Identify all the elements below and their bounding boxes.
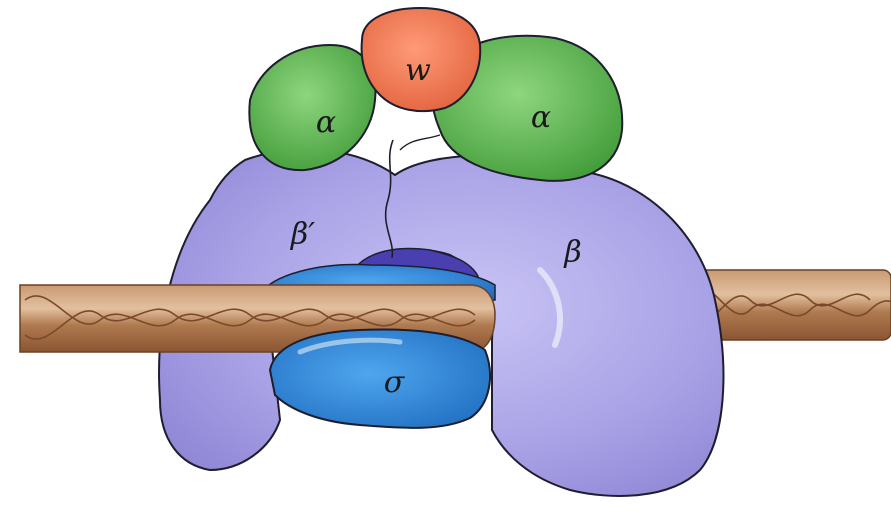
sigma-subunit	[270, 330, 490, 428]
label-beta-prime: β′	[290, 217, 315, 252]
label-omega: w	[405, 53, 431, 88]
label-alpha-left: α	[316, 105, 336, 140]
alpha-subunit-left	[249, 45, 375, 170]
label-alpha-right: α	[531, 100, 551, 135]
label-sigma: σ	[384, 365, 406, 400]
label-beta: β	[563, 235, 581, 270]
